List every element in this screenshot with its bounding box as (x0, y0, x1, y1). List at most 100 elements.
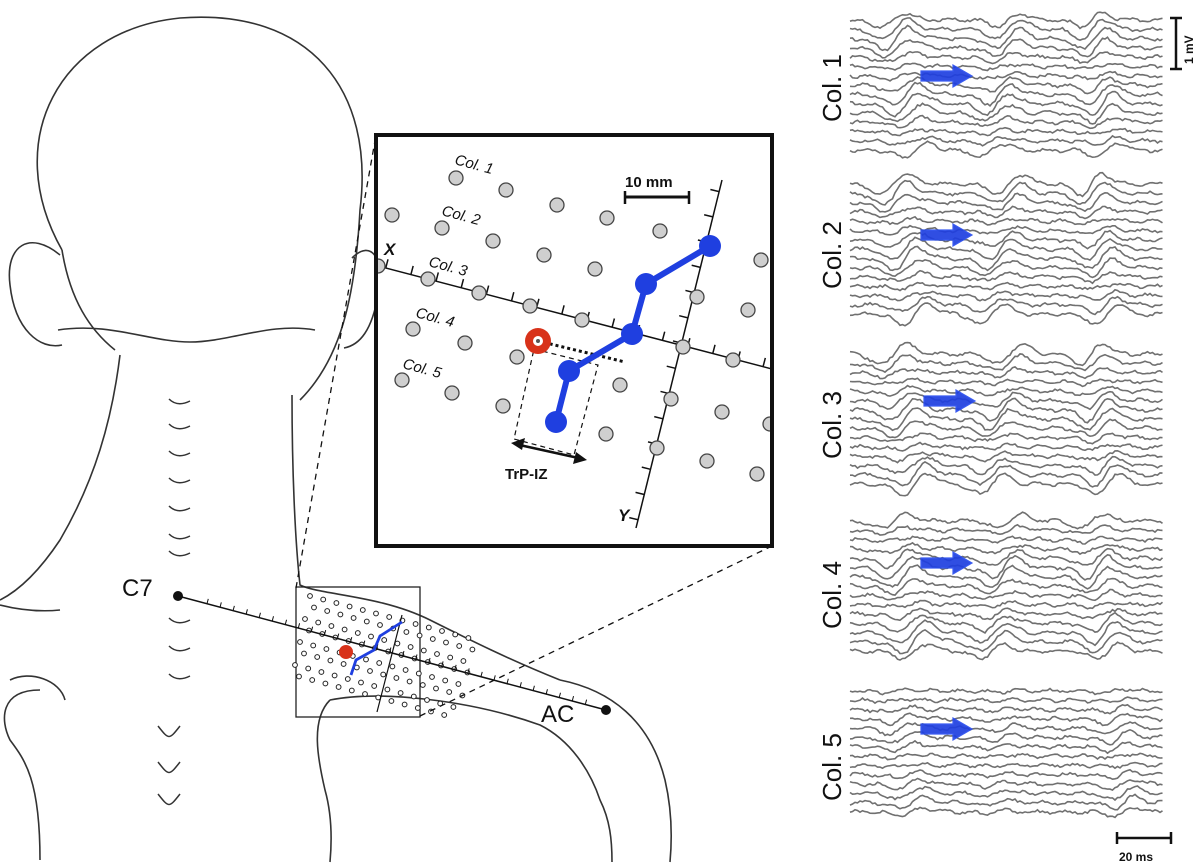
emg-trace (849, 245, 1163, 272)
head-outline (36, 16, 363, 401)
innervation-zone-node (635, 273, 657, 295)
axis-tick (762, 357, 767, 367)
small-electrode (412, 621, 419, 627)
emg-trace (849, 353, 1163, 374)
trace-col-2-label: Col. 2 (817, 221, 847, 289)
emg-trace (849, 407, 1163, 432)
spine-mark (168, 477, 191, 484)
small-electrode (376, 660, 383, 666)
emg-trace (849, 793, 1163, 811)
emg-trace (849, 777, 1163, 792)
axis-tick (297, 623, 301, 629)
zoom-line-top (295, 134, 377, 589)
axis-tick (232, 605, 235, 611)
axis-tick (545, 689, 548, 695)
small-electrode (344, 676, 351, 682)
axis-tick (679, 314, 689, 319)
left-ear (8, 242, 63, 347)
trace-column-labels: Col. 1 Col. 2 Col. 3 Col. 4 Col. 5 (817, 54, 847, 801)
small-electrode (354, 630, 361, 636)
axis-tick (350, 636, 353, 643)
inset-electrode (485, 233, 501, 249)
emg-trace (849, 768, 1163, 781)
small-electrode (402, 667, 409, 673)
emg-trace (849, 523, 1163, 536)
small-electrode (328, 623, 335, 629)
trigger-point-dot (536, 339, 540, 343)
small-electrode (425, 624, 432, 631)
scale-bar-label: 10 mm (625, 174, 673, 191)
emg-trace (849, 114, 1163, 130)
axis-tick (611, 318, 616, 328)
emg-trace (849, 179, 1163, 206)
small-electrode (367, 668, 373, 674)
trace-col-1-label: Col. 1 (817, 54, 847, 122)
small-electrode (460, 658, 467, 664)
small-electrode (318, 669, 325, 675)
small-electrode (350, 615, 357, 621)
small-electrode (416, 632, 423, 639)
axis-tick (703, 214, 714, 218)
inset-electrode (420, 271, 436, 287)
emg-trace (849, 257, 1163, 279)
axis-tick (571, 696, 575, 702)
ac-label: AC (541, 701, 574, 728)
small-electrode (331, 672, 338, 679)
emg-trace (849, 806, 1163, 819)
small-electrode (296, 673, 302, 680)
small-electrode (323, 646, 330, 652)
small-electrode (452, 631, 459, 638)
small-electrode (311, 604, 317, 611)
axis-tick (654, 415, 664, 420)
small-electrode (305, 665, 312, 672)
emg-trace (849, 341, 1163, 367)
emg-trace (849, 17, 1163, 41)
spine-mark (168, 550, 191, 557)
axis-tick (271, 616, 274, 622)
innervation-zone-node (699, 235, 721, 257)
inset-electrode (549, 197, 565, 213)
emg-trace (849, 739, 1163, 755)
small-electrode (346, 603, 353, 610)
axis-tick (641, 466, 651, 471)
inset-electrode (740, 302, 756, 318)
time-scale-label: 20 ms (1119, 850, 1153, 864)
inset-electrode (675, 339, 691, 355)
innervation-zone-node (545, 411, 567, 433)
head-left-contour (61, 249, 116, 351)
emg-trace (849, 11, 1163, 30)
inset-electrode (753, 252, 769, 268)
small-y-axis (376, 614, 403, 713)
emg-trace (849, 785, 1163, 802)
emg-trace (849, 171, 1163, 198)
axis-tick (454, 664, 457, 670)
emg-trace (849, 728, 1163, 746)
axis-tick (584, 699, 588, 705)
axis-tick (519, 682, 522, 688)
neck-left (0, 354, 121, 601)
emg-trace (849, 302, 1163, 327)
axis-tick (435, 272, 440, 282)
axis-tick (363, 640, 366, 646)
axis-tick (532, 685, 535, 691)
axis-tick (510, 292, 515, 302)
small-electrode (301, 650, 307, 657)
emg-trace (849, 599, 1163, 610)
spine-mark (168, 645, 191, 652)
small-electrode (341, 626, 348, 633)
small-electrode (314, 654, 321, 660)
emg-trace (849, 295, 1163, 316)
small-electrode (333, 600, 340, 606)
axis-tick (410, 265, 414, 275)
propagation-arrow (920, 222, 974, 248)
small-innervation-zone-path (349, 620, 403, 676)
spine-mark (168, 505, 191, 512)
hairline (57, 327, 316, 343)
small-electrode (381, 637, 388, 643)
emg-trace (849, 761, 1163, 770)
shoulder-grid-box (295, 586, 421, 718)
inset-electrode (663, 391, 679, 407)
inset-electrode (689, 289, 705, 305)
propagation-arrow (920, 63, 974, 89)
inset-electrode (749, 466, 765, 482)
